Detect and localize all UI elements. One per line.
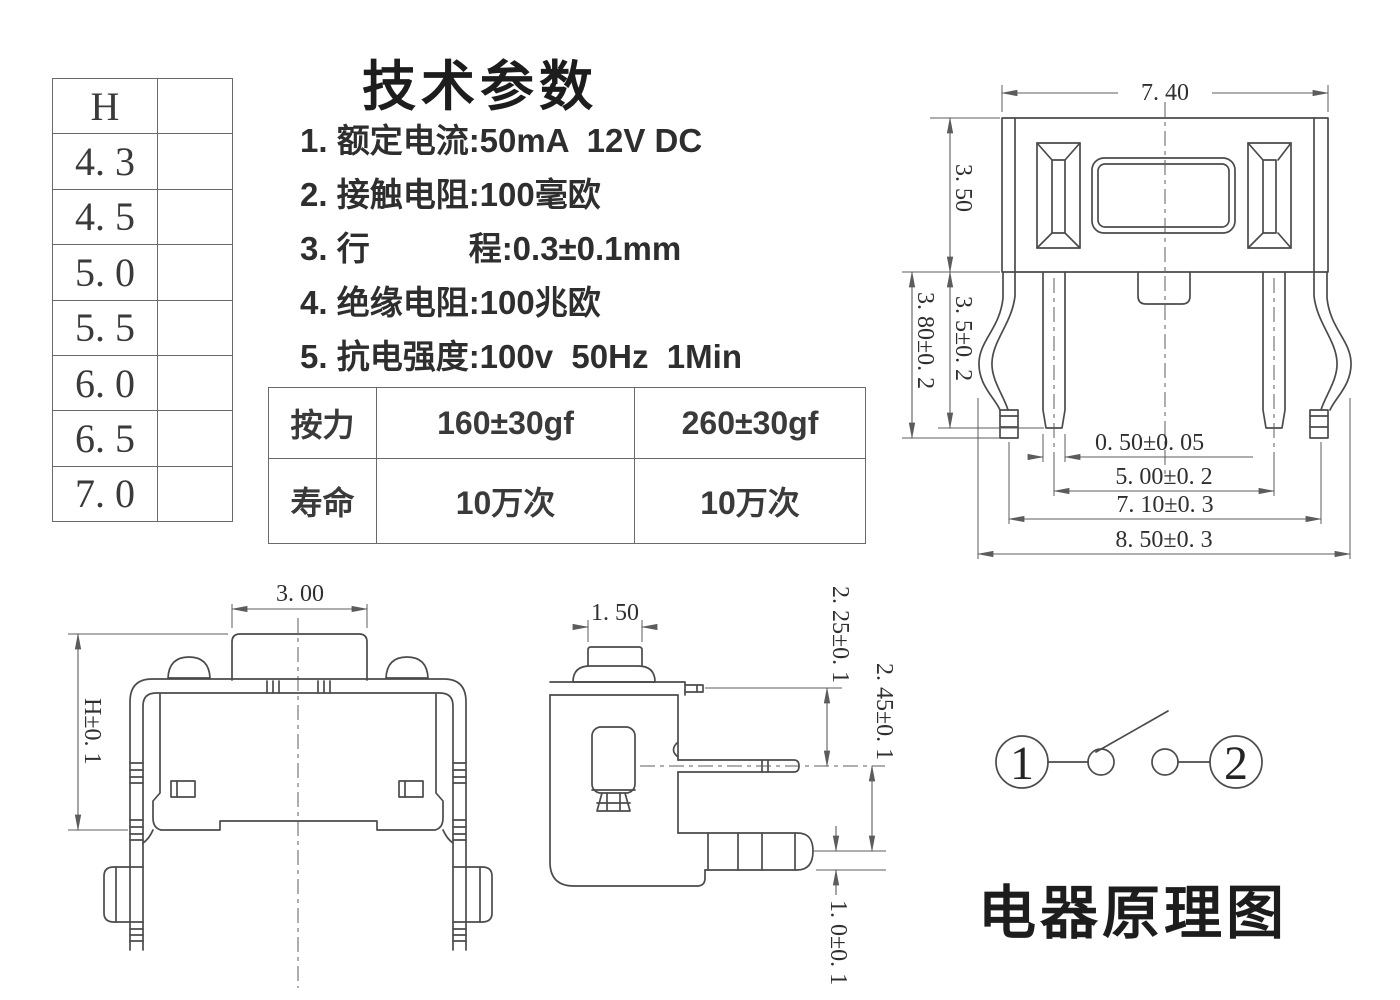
schematic-title: 电器原理图 bbox=[978, 881, 1289, 946]
page-title: 技术参数 bbox=[362, 57, 598, 117]
table-row: 4. 3 bbox=[52, 133, 233, 190]
switch-outline bbox=[103, 633, 493, 951]
table-row: 按力 160±30gf 260±30gf bbox=[268, 387, 866, 459]
h-value-cell: 4. 5 bbox=[52, 188, 158, 246]
h-blank-cell bbox=[157, 354, 233, 412]
table-row: 6. 5 bbox=[52, 410, 233, 467]
top-tab bbox=[684, 684, 704, 693]
dim-feet-span: 7. 10±0. 3 bbox=[1116, 492, 1213, 518]
h-value-cell: 4. 3 bbox=[52, 133, 158, 190]
dimensions: 1. 50 2. 25±0. 1 2. 45±0. 1 1. 0±0. 1 bbox=[572, 586, 897, 985]
spec-value-cell: 10万次 bbox=[376, 458, 635, 544]
dimensions: 3. 00 H±0. 1 bbox=[68, 581, 369, 832]
center-tab bbox=[1137, 271, 1191, 305]
dim-pin-length: 3. 5±0. 2 bbox=[950, 296, 976, 381]
table-row: 5. 5 bbox=[52, 299, 233, 356]
dim-button-width: 1. 50 bbox=[591, 600, 639, 626]
table-row: 6. 0 bbox=[52, 354, 233, 412]
terminal-2-label: 2 bbox=[1224, 737, 1248, 790]
internal-plunger bbox=[591, 726, 636, 812]
table-row: 4. 5 bbox=[52, 188, 233, 246]
switch-legs bbox=[978, 271, 1352, 455]
spec-value-cell: 160±30gf bbox=[376, 387, 635, 459]
right-window bbox=[398, 780, 424, 798]
switch-symbol: 1 2 bbox=[995, 710, 1263, 790]
force-life-table: 按力 160±30gf 260±30gf 寿命 10万次 10万次 bbox=[268, 387, 866, 544]
left-contact-pad bbox=[1036, 142, 1081, 249]
right-dome bbox=[385, 656, 429, 679]
dim-overall-width: 8. 50±0. 3 bbox=[1115, 527, 1212, 553]
h-blank-cell bbox=[157, 410, 233, 467]
left-foot bbox=[999, 409, 1019, 439]
tech-parameter-item: 5. 抗电强度:100v 50Hz 1Min bbox=[300, 338, 742, 375]
spec-label-cell: 寿命 bbox=[268, 458, 377, 544]
tech-parameter-item: 3. 行 程:0.3±0.1mm bbox=[300, 230, 682, 267]
h-value-cell: 5. 5 bbox=[52, 299, 158, 356]
dim-body-width: 7. 40 bbox=[1141, 80, 1189, 106]
dim-upper: 2. 25±0. 1 bbox=[827, 586, 853, 683]
side-view-drawing: 1. 50 2. 25±0. 1 2. 45±0. 1 1. 0±0. 1 bbox=[549, 586, 897, 985]
right-contact bbox=[1151, 748, 1179, 776]
h-blank-cell bbox=[157, 465, 233, 523]
left-dome bbox=[167, 656, 211, 679]
dimensions: 7. 40 3. 50 3. 5±0. 2 3. 80±0. 2 0. 50±0… bbox=[902, 80, 1352, 559]
dim-pin-thickness: 1. 0±0. 1 bbox=[825, 900, 851, 985]
dim-pin-span: 5. 00±0. 2 bbox=[1115, 464, 1212, 490]
dim-leg-length: 3. 80±0. 2 bbox=[912, 292, 938, 389]
dim-lower: 2. 45±0. 1 bbox=[871, 663, 897, 760]
h-value-cell: 6. 0 bbox=[52, 354, 158, 412]
dim-body-height: 3. 50 bbox=[950, 164, 976, 212]
plunger-button bbox=[1091, 157, 1236, 234]
h-blank-cell bbox=[157, 77, 233, 135]
left-window bbox=[170, 780, 196, 798]
tech-parameter-item: 4. 绝缘电阻:100兆欧 bbox=[300, 284, 601, 321]
h-value-cell: 7. 0 bbox=[52, 465, 158, 523]
switch-body-outline bbox=[1001, 117, 1329, 305]
push-button bbox=[231, 633, 368, 681]
table-row: 5. 0 bbox=[52, 244, 233, 301]
tech-parameter-list: 1. 额定电流:50mA 12V DC 2. 接触电阻:100毫欧 3. 行 程… bbox=[300, 114, 840, 384]
right-foot bbox=[1309, 409, 1329, 439]
left-foot bbox=[103, 866, 144, 923]
height-options-table: H 4. 3 4. 5 5. 0 5. 5 6. 0 6. 5 7. 0 bbox=[52, 77, 233, 523]
h-blank-cell bbox=[157, 133, 233, 190]
h-value-cell: 6. 5 bbox=[52, 410, 158, 467]
table-row: 寿命 10万次 10万次 bbox=[268, 458, 866, 544]
push-button bbox=[587, 646, 643, 667]
tech-parameter-item: 1. 额定电流:50mA 12V DC bbox=[300, 122, 703, 159]
h-value-cell: 5. 0 bbox=[52, 244, 158, 301]
spec-value-cell: 260±30gf bbox=[634, 387, 866, 459]
h-blank-cell bbox=[157, 244, 233, 301]
tech-parameter-item: 2. 接触电阻:100毫欧 bbox=[300, 176, 601, 213]
spec-label-cell: 按力 bbox=[268, 387, 377, 459]
circuit-schematic: 1 2 bbox=[995, 710, 1263, 790]
dim-pin-width: 0. 50±0. 05 bbox=[1095, 430, 1204, 456]
left-contact bbox=[1087, 748, 1115, 776]
terminal-1-label: 1 bbox=[1010, 737, 1034, 790]
spec-value-cell: 10万次 bbox=[634, 458, 866, 544]
table-row: H bbox=[52, 77, 233, 135]
top-view-drawing: 7. 40 3. 50 3. 5±0. 2 3. 80±0. 2 0. 50±0… bbox=[902, 80, 1352, 559]
h-blank-cell bbox=[157, 299, 233, 356]
h-header-cell: H bbox=[52, 77, 158, 135]
front-view-drawing: 3. 00 H±0. 1 bbox=[68, 581, 493, 988]
right-foot bbox=[452, 866, 493, 923]
switch-lever bbox=[1095, 710, 1169, 753]
right-contact-pad bbox=[1247, 142, 1292, 249]
dim-overall-height: H±0. 1 bbox=[79, 698, 105, 765]
h-blank-cell bbox=[157, 188, 233, 246]
bottom-pin bbox=[677, 832, 814, 871]
table-row: 7. 0 bbox=[52, 465, 233, 523]
dim-button-width: 3. 00 bbox=[276, 581, 324, 607]
